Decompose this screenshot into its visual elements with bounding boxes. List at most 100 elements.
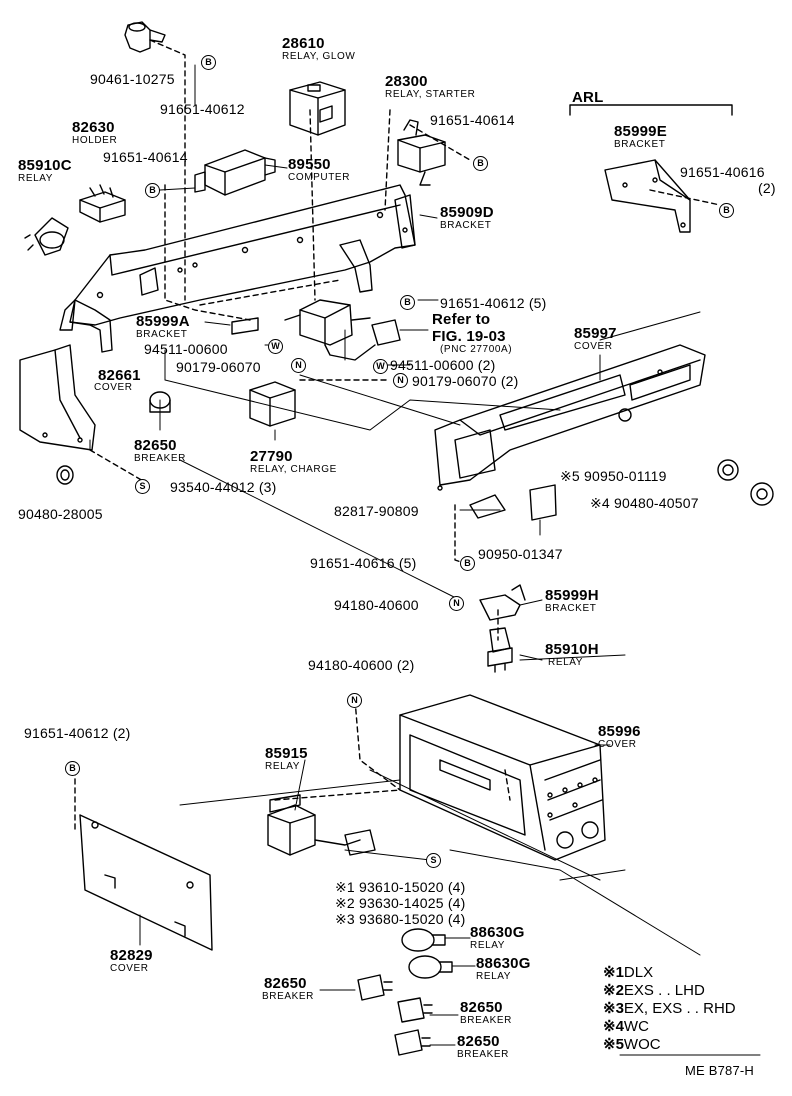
relay-85910c-drawing bbox=[24, 217, 69, 256]
label-91651-40616-qty: (2) bbox=[758, 180, 776, 196]
label-88630g-a: 88630G bbox=[470, 924, 525, 941]
label-85915-desc: RELAY bbox=[265, 761, 301, 772]
label-27790-desc: RELAY, CHARGE bbox=[250, 464, 337, 475]
label-88630g-a-desc: RELAY bbox=[470, 940, 506, 951]
label-94511-00600-b: 94511-00600 (2) bbox=[390, 357, 496, 373]
label-93680-15020: ※3 93680-15020 (4) bbox=[335, 911, 466, 927]
label-85999e-desc: BRACKET bbox=[614, 139, 666, 150]
label-94511-00600-a: 94511-00600 bbox=[144, 341, 228, 357]
charge-relay-drawing bbox=[249, 381, 296, 427]
label-85910c-desc: RELAY bbox=[18, 173, 54, 184]
label-85996: 85996 bbox=[598, 723, 641, 740]
starter-relay-drawing bbox=[397, 119, 446, 186]
label-refer-fig: FIG. 19-03 bbox=[432, 328, 506, 345]
label-85999e: 85999E bbox=[614, 123, 667, 140]
label-85999h-desc: BRACKET bbox=[545, 603, 597, 614]
label-27790: 27790 bbox=[250, 448, 293, 465]
label-90461-10275: 90461-10275 bbox=[90, 71, 175, 87]
legend-text: WOC bbox=[623, 1036, 661, 1053]
label-93610-15020: ※1 93610-15020 (4) bbox=[335, 879, 466, 895]
label-82650-a: 82650 bbox=[134, 437, 177, 454]
label-88630g-b-desc: RELAY bbox=[476, 971, 512, 982]
label-90950-01119: ※5 90950-01119 bbox=[560, 468, 667, 484]
label-89550: 89550 bbox=[288, 156, 331, 173]
label-82817-90809: 82817-90809 bbox=[334, 503, 419, 519]
cover-85996-drawing bbox=[399, 694, 606, 861]
label-82650-d-desc: BREAKER bbox=[457, 1049, 509, 1060]
center-relay-drawing bbox=[231, 299, 401, 361]
cover-82829-drawing bbox=[79, 814, 213, 951]
relay-85915-drawing bbox=[267, 794, 376, 856]
grommet-drawing bbox=[56, 465, 74, 485]
legend-mark: ※3 bbox=[603, 1000, 624, 1017]
marker-s: S bbox=[135, 479, 150, 494]
label-82650-d: 82650 bbox=[457, 1033, 500, 1050]
label-82650-c: 82650 bbox=[460, 999, 503, 1016]
marker-n: N bbox=[393, 373, 408, 388]
cover-82661-drawing bbox=[19, 344, 96, 451]
marker-b: B bbox=[460, 556, 475, 571]
marker-w: W bbox=[373, 359, 388, 374]
label-85909d: 85909D bbox=[440, 204, 494, 221]
label-arl: ARL bbox=[572, 89, 604, 106]
label-82630-desc: HOLDER bbox=[72, 135, 118, 146]
label-85910h: 85910H bbox=[545, 641, 599, 658]
label-89550-desc: COMPUTER bbox=[288, 172, 351, 183]
marker-b: B bbox=[719, 203, 734, 218]
label-refer-pnc: (PNC 27700A) bbox=[440, 344, 513, 355]
marker-b: B bbox=[145, 183, 160, 198]
marker-n: N bbox=[449, 596, 464, 611]
label-90480-28005: 90480-28005 bbox=[18, 506, 103, 522]
legend-mark: ※5 bbox=[603, 1036, 624, 1053]
label-85997: 85997 bbox=[574, 325, 617, 342]
legend-row: ※1DLX bbox=[603, 965, 653, 980]
legend-row: ※2EXS . . LHD bbox=[603, 983, 705, 998]
label-85910h-desc: RELAY bbox=[548, 657, 584, 668]
label-94180-40600-b: 94180-40600 (2) bbox=[308, 657, 415, 673]
legend-mark: ※4 bbox=[603, 1018, 624, 1035]
label-91651-40616-c: 91651-40616 bbox=[680, 164, 765, 180]
label-refer-to: Refer to bbox=[432, 311, 491, 328]
label-88630g-b: 88630G bbox=[476, 955, 531, 972]
marker-n: N bbox=[291, 358, 306, 373]
label-82661-desc: COVER bbox=[94, 382, 133, 393]
glow-relay-drawing bbox=[289, 81, 346, 136]
label-91651-40616-f: 91651-40616 (5) bbox=[310, 555, 417, 571]
clip-90461-drawing bbox=[124, 21, 166, 53]
label-28300: 28300 bbox=[385, 73, 428, 90]
label-82630: 82630 bbox=[72, 119, 115, 136]
label-91651-40612-e: 91651-40612 (5) bbox=[440, 295, 547, 311]
label-85909d-desc: BRACKET bbox=[440, 220, 492, 231]
marker-b: B bbox=[400, 295, 415, 310]
label-82650-b-desc: BREAKER bbox=[262, 991, 314, 1002]
label-90179-06070-b: 90179-06070 (2) bbox=[412, 373, 519, 389]
label-82650-a-desc: BREAKER bbox=[134, 453, 186, 464]
label-85999h: 85999H bbox=[545, 587, 599, 604]
holder-drawing bbox=[79, 184, 126, 223]
relay-88630g-drawing bbox=[401, 928, 453, 979]
legend-text: DLX bbox=[623, 964, 654, 981]
label-82650-c-desc: BREAKER bbox=[460, 1015, 512, 1026]
main-bracket-drawing bbox=[59, 184, 416, 353]
label-91651-40614-d: 91651-40614 bbox=[103, 149, 188, 165]
label-93540-44012: 93540-44012 (3) bbox=[170, 479, 277, 495]
label-82829-desc: COVER bbox=[110, 963, 149, 974]
label-82829: 82829 bbox=[110, 947, 153, 964]
label-90950-01347: 90950-01347 bbox=[478, 546, 563, 562]
computer-drawing bbox=[194, 149, 276, 196]
marker-b: B bbox=[201, 55, 216, 70]
label-28300-desc: RELAY, STARTER bbox=[385, 89, 476, 100]
marker-w: W bbox=[268, 339, 283, 354]
label-91651-40612-g: 91651-40612 (2) bbox=[24, 725, 131, 741]
label-28610: 28610 bbox=[282, 35, 325, 52]
breakers-lower-drawing bbox=[357, 974, 433, 1056]
label-94180-40600-a: 94180-40600 bbox=[334, 597, 419, 613]
bracket-relay-h-drawing bbox=[479, 584, 526, 673]
legend-row: ※4WC bbox=[603, 1019, 649, 1034]
label-90480-40507: ※4 90480-40507 bbox=[590, 495, 699, 511]
legend-mark: ※2 bbox=[603, 982, 624, 999]
marker-n: N bbox=[347, 693, 362, 708]
marker-b: B bbox=[65, 761, 80, 776]
